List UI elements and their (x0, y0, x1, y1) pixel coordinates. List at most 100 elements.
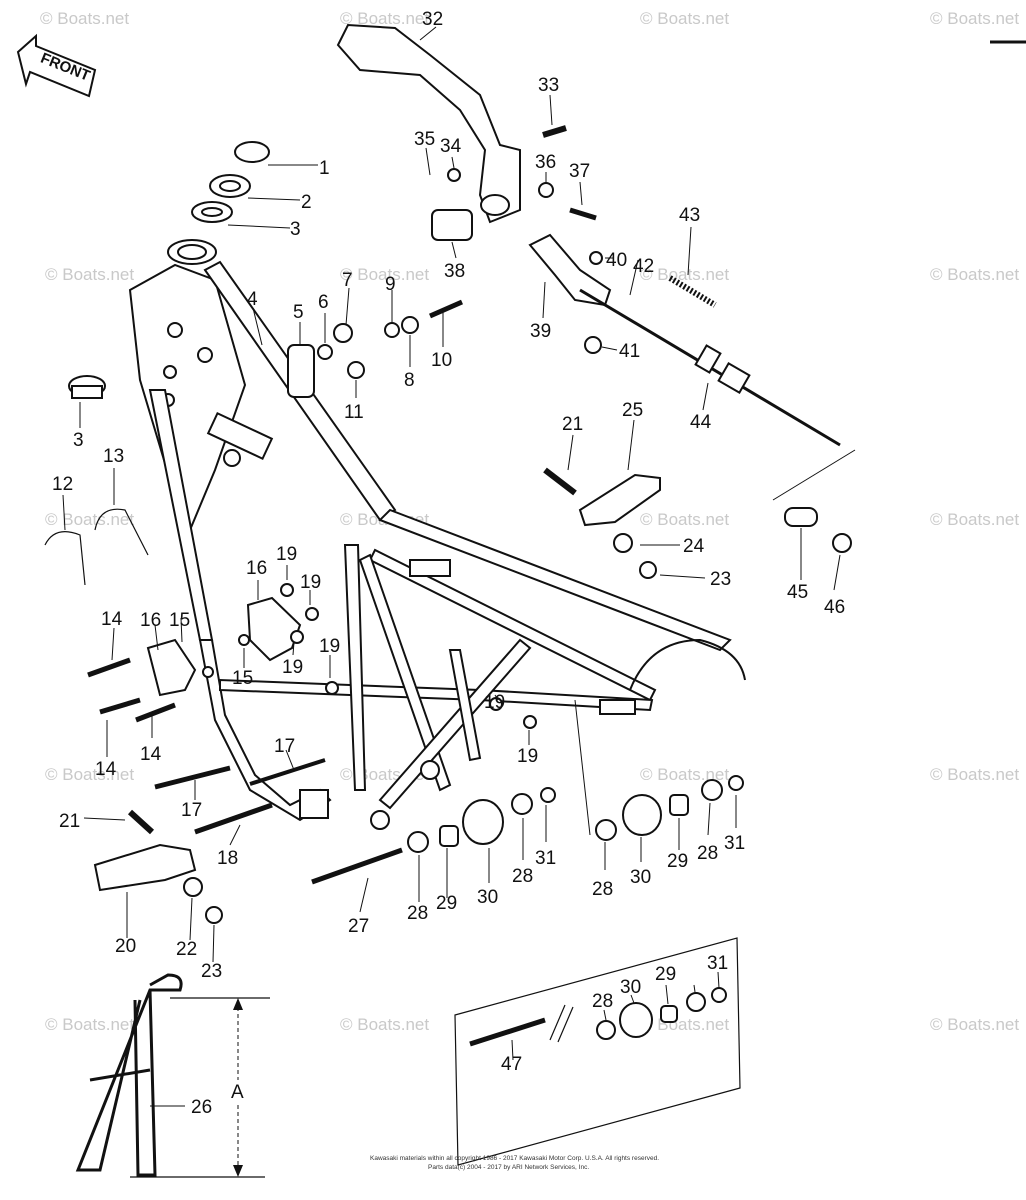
watermark-text: © Boats.net (640, 9, 729, 28)
clip-7 (333, 323, 353, 343)
engine-plates (146, 583, 537, 729)
callout-8: 8 (404, 370, 415, 391)
callout-labels: 1 2 3 3 4 5 6 7 8 9 10 11 12 13 14 14 14… (52, 9, 845, 1118)
footer-copyright: Kawasaki materials within all copyright … (370, 1155, 659, 1162)
bracket-hardware (287, 125, 597, 398)
callout-40: 40 (606, 250, 627, 271)
callout-28: 28 (592, 879, 613, 900)
frame-diagonal (378, 638, 532, 810)
callout-31: 31 (535, 848, 556, 869)
bolt-21 (543, 467, 577, 496)
callout-43: 43 (679, 205, 700, 226)
callout-19: 19 (300, 572, 321, 593)
watermark-text: © Boats.net (45, 765, 134, 784)
callout-15: 15 (169, 610, 190, 631)
callout-17: 17 (274, 736, 295, 757)
callout-25: 25 (622, 400, 643, 421)
bearing-seal-bore (201, 207, 223, 217)
spring-22 (183, 877, 203, 897)
nut-36 (538, 182, 554, 198)
callout-3: 3 (290, 219, 301, 240)
footrest-left (93, 843, 197, 892)
callout-14: 14 (95, 759, 117, 780)
lower-bearing-body (71, 385, 103, 399)
callout-9: 9 (385, 274, 396, 295)
seat-rail-upper (378, 508, 732, 652)
dimension-label: A (231, 1082, 244, 1103)
bolt-14 (135, 702, 176, 723)
bolt-47 (469, 1017, 546, 1047)
callout-30: 30 (630, 867, 651, 888)
steering-bearing-set (68, 141, 270, 399)
brake-pedal-arm (336, 23, 521, 224)
nut-19 (325, 681, 339, 695)
nut-19 (280, 583, 294, 597)
front-arrow-icon: FRONT (16, 33, 97, 98)
pin-33 (542, 125, 567, 138)
frame-vertical (343, 544, 367, 791)
frame-boss (370, 810, 390, 830)
break-mark (549, 1004, 566, 1041)
callout-44: 44 (690, 412, 712, 433)
collar-29 (660, 1005, 678, 1023)
callout-19: 19 (484, 692, 505, 713)
callout-37: 37 (569, 161, 590, 182)
callout-3: 3 (73, 430, 84, 451)
dimension-a: A (130, 997, 270, 1178)
pivot-bushings (407, 775, 744, 1040)
callout-1: 1 (319, 158, 330, 179)
watermark-text: © Boats.net (640, 510, 729, 529)
callout-32: 32 (422, 9, 443, 30)
footrests (93, 473, 661, 924)
nut-31 (540, 787, 556, 803)
plate-16-right (246, 596, 302, 662)
callout-7: 7 (342, 270, 353, 291)
callout-16: 16 (246, 558, 267, 579)
nut-41 (584, 336, 602, 354)
bushing-30 (622, 794, 662, 836)
bolt-40 (589, 251, 603, 265)
bolt-37 (569, 207, 597, 221)
callout-21: 21 (562, 414, 583, 435)
callout-2: 2 (301, 192, 312, 213)
callout-29: 29 (436, 893, 457, 914)
nut-19 (305, 607, 319, 621)
watermark-text: © Boats.net (930, 510, 1019, 529)
stand (75, 973, 183, 1177)
nut-31 (711, 987, 727, 1003)
frame-bracket (599, 699, 636, 715)
callout-30: 30 (620, 977, 641, 998)
gusset-hole (167, 322, 183, 338)
callout-30: 30 (477, 887, 498, 908)
bracket-boss (223, 449, 241, 467)
clamp-13 (94, 508, 149, 556)
collar-29 (439, 825, 459, 847)
callout-6: 6 (318, 292, 329, 313)
washer-8 (384, 322, 400, 338)
spring-24 (613, 533, 633, 553)
watermark-text: © Boats.net (930, 265, 1019, 284)
watermark-text: © Boats.net (340, 1015, 429, 1034)
callout-28: 28 (592, 991, 613, 1012)
seal-28 (686, 992, 706, 1012)
callout-38: 38 (444, 261, 465, 282)
bolt-14 (87, 657, 131, 678)
watermark-text: © Boats.net (930, 765, 1019, 784)
frame-gusset-plate (128, 263, 247, 533)
watermark-text: © Boats.net (640, 765, 729, 784)
watermark-text: © Boats.net (40, 9, 129, 28)
callout-15: 15 (232, 668, 253, 689)
rod-spring-a (694, 344, 722, 374)
seal-28 (701, 779, 723, 801)
callout-13: 13 (103, 446, 124, 467)
watermark-text: © Boats.net (340, 265, 429, 284)
callout-12: 12 (52, 474, 73, 495)
nut-46 (832, 533, 852, 553)
callout-20: 20 (115, 936, 136, 957)
watermark-text: © Boats.net (45, 510, 134, 529)
callout-19: 19 (319, 636, 340, 657)
watermark-text: © Boats.net (930, 1015, 1019, 1034)
watermark-text: © Boats.net (640, 1015, 729, 1034)
gusset-hole (163, 365, 177, 379)
